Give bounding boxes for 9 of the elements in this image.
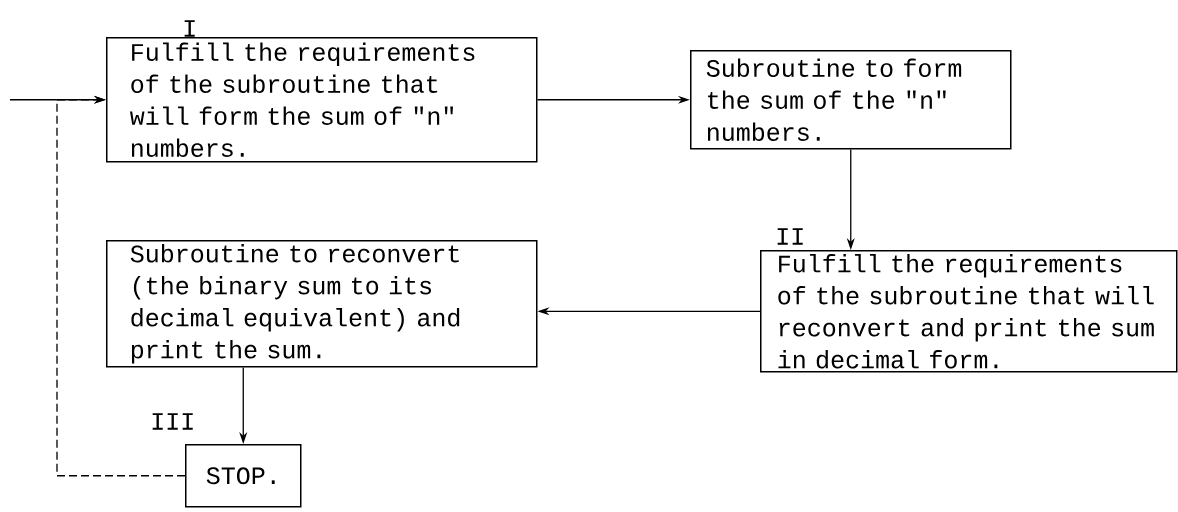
process-box: Fulfill the requirements of the subroutine that will reconvert and print the sum in decimal form.	[760, 250, 1178, 373]
process-box: Subroutine to form the sum of the "n" numbers.	[690, 50, 1012, 150]
process-box: Subroutine to reconvert (the binary sum to its decimal equivalent) and print the sum.	[106, 240, 538, 368]
step-number: II	[777, 228, 803, 245]
process-box: STOP.	[185, 444, 302, 508]
process-box: Fulfill the requirements of the subroutine that will form the sum of "n" numbers.	[106, 37, 538, 163]
step-number: I	[184, 20, 195, 37]
step-number: III	[152, 413, 193, 430]
dashed-arrow	[56, 95, 186, 477]
